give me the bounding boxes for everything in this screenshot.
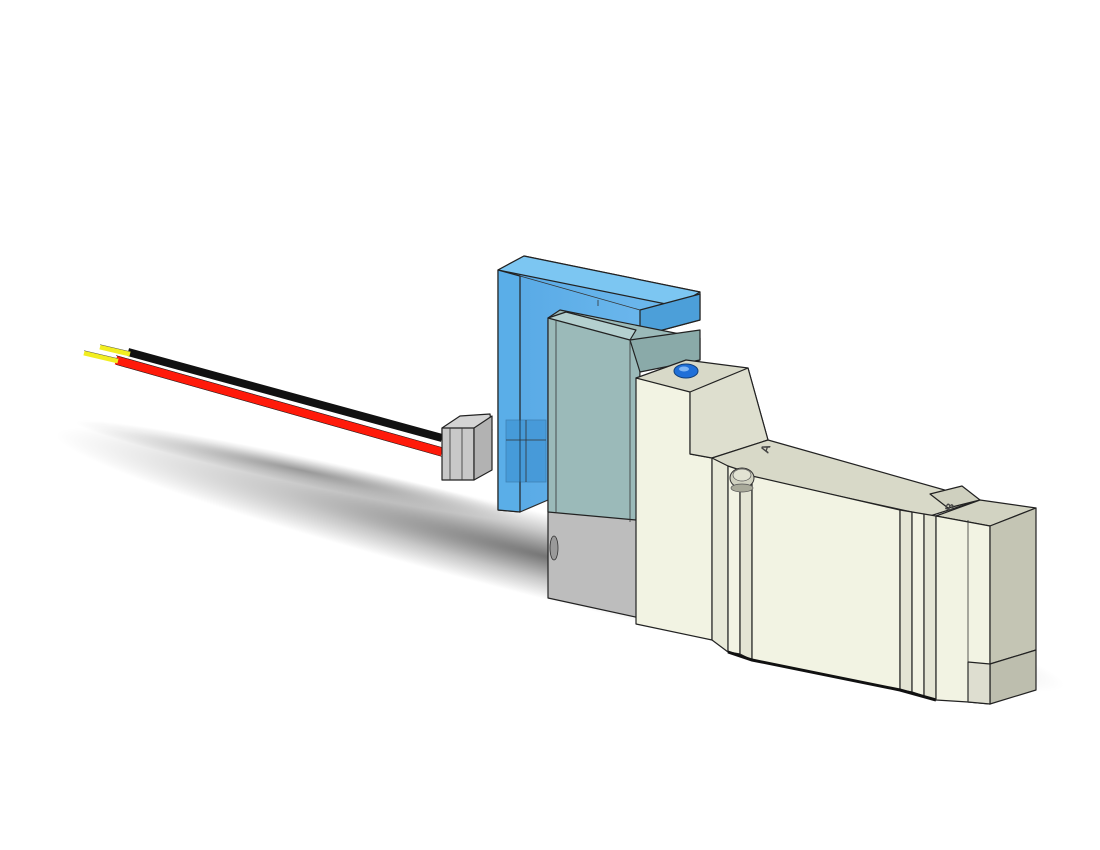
yellow-pin-1 xyxy=(99,344,131,357)
yellow-pin-2 xyxy=(83,350,119,364)
indicator-light xyxy=(673,363,699,379)
black-wire xyxy=(126,348,444,442)
end-cap xyxy=(935,499,1037,705)
coil-block xyxy=(547,309,701,522)
wire-icon xyxy=(83,344,444,457)
port-b-label: B xyxy=(943,502,957,513)
wire-connector xyxy=(441,413,493,481)
button-icon[interactable] xyxy=(729,467,755,493)
valve-body: A B xyxy=(635,359,981,702)
lead-wires xyxy=(83,344,444,457)
red-wire xyxy=(114,355,444,457)
